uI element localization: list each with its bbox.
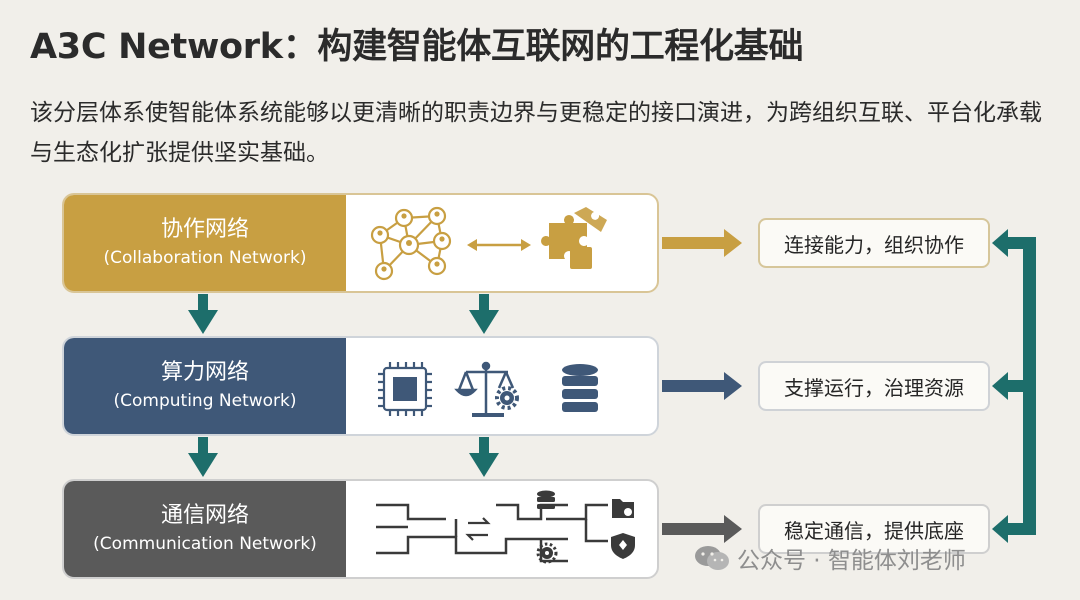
agent-network-icon	[370, 206, 452, 281]
communication-layer-name-cn: 通信网络	[160, 503, 249, 528]
chip-icon	[378, 362, 432, 416]
puzzle-icon	[541, 207, 607, 269]
collaboration-layer-name-cn: 协作网络	[160, 217, 249, 242]
right-arrow-gold	[662, 229, 742, 257]
gear-icon	[536, 542, 558, 564]
page-title: A3C Network：构建智能体互联网的工程化基础	[30, 27, 804, 67]
communication-result-box: 稳定通信，提供底座	[758, 504, 990, 554]
collaboration-layer: 协作网络 (Collaboration Network)	[62, 193, 659, 293]
watermark-text: 公众号 · 智能体刘老师	[737, 548, 966, 574]
wechat-icon	[695, 546, 729, 570]
database-icon	[537, 490, 555, 509]
computing-layer-name-en: (Computing Network)	[113, 391, 297, 411]
database-icon	[562, 364, 598, 412]
watermark: 公众号 · 智能体刘老师	[693, 538, 966, 578]
feedback-bracket-arrow	[992, 229, 1036, 543]
shield-icon	[611, 533, 635, 559]
collaboration-layer-label: 协作网络 (Collaboration Network)	[64, 195, 346, 291]
right-arrow-gray	[662, 515, 742, 543]
computing-icons	[346, 338, 657, 434]
balance-scale-gear-icon	[454, 361, 519, 417]
page-subtitle: 该分层体系使智能体系统能够以更清晰的职责边界与更稳定的接口演进，为跨组织互联、平…	[30, 100, 1042, 166]
communication-layer-name-en: (Communication Network)	[93, 534, 317, 554]
right-arrow-navy	[662, 372, 742, 400]
computing-layer-name-cn: 算力网络	[160, 360, 249, 385]
communication-icons	[346, 481, 657, 577]
communication-layer: 通信网络 (Communication Network)	[62, 479, 659, 579]
collaboration-icons	[346, 195, 657, 291]
collaboration-layer-name-en: (Collaboration Network)	[103, 248, 307, 268]
bidirectional-arrow-icon	[467, 239, 531, 251]
communication-layer-label: 通信网络 (Communication Network)	[64, 481, 346, 577]
computing-layer: 算力网络 (Computing Network)	[62, 336, 659, 436]
folder-icon	[612, 499, 634, 518]
collaboration-result-box: 连接能力，组织协作	[758, 218, 990, 268]
swap-arrows-icon	[465, 517, 491, 541]
computing-result-box: 支撑运行，治理资源	[758, 361, 990, 411]
down-arrow-teal	[188, 294, 499, 477]
computing-layer-label: 算力网络 (Computing Network)	[64, 338, 346, 434]
